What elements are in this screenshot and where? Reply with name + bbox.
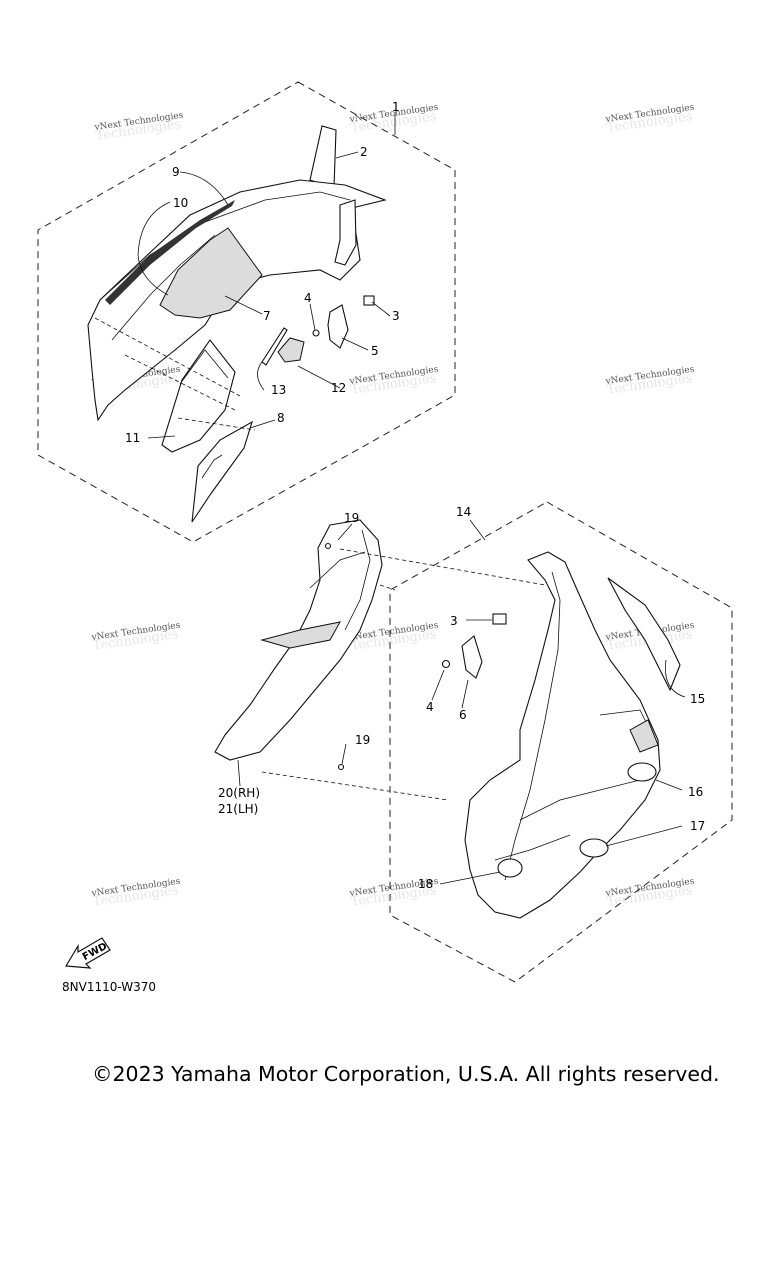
callout-2: 2 [360,145,368,159]
callout-19: 19 [344,511,359,525]
callout-5: 5 [371,344,379,358]
part-9-upper-cowl [87,179,387,422]
part-14-lower-cowl [464,551,661,919]
callouts: 1 2 9 10 4 3 7 5 13 12 8 11 19 14 3 15 4… [125,100,705,891]
callout-18: 18 [418,877,433,891]
callout-19-lower: 19 [355,733,370,747]
callout-4: 4 [304,291,312,305]
callout-14: 14 [456,505,471,519]
leaders-top [137,112,396,439]
assembly-boundary-top [37,81,456,543]
callout-20: 20(RH) [218,786,260,800]
leaders-bottom [237,519,686,885]
lower-cowling-assembly [214,519,681,919]
part-4-screw-lower [441,659,451,669]
part-13-strip [261,327,288,366]
callout-1: 1 [392,100,400,114]
callout-16: 16 [688,785,703,799]
part-15 [607,577,681,692]
part-8-decal [191,420,253,523]
part-19-screw-2 [337,763,345,771]
callout-15: 15 [690,692,705,706]
assembly-boundary-bottom [389,501,733,983]
copyright-notice: ©2023 Yamaha Motor Corporation, U.S.A. A… [92,1062,720,1086]
callout-8: 8 [277,411,285,425]
part-12 [277,337,305,363]
part-10-window [159,227,263,319]
part-11-side-panel [161,339,236,453]
part-3-clip-lower [492,613,507,625]
part-4-screw [312,329,320,337]
upper-cowling-assembly [87,125,387,523]
callout-4-lower: 4 [426,700,434,714]
callout-3: 3 [392,309,400,323]
part-16-pad [627,762,657,782]
part-6-fastener [461,635,483,679]
callout-3-lower: 3 [450,614,458,628]
callout-17: 17 [690,819,705,833]
part-2 [309,125,337,189]
part-5-fastener [327,304,349,349]
part-17-pad [579,838,609,858]
callout-11: 11 [125,431,140,445]
callout-9: 9 [172,165,180,179]
callout-7: 7 [263,309,271,323]
callout-13: 13 [271,383,286,397]
callout-10: 10 [173,196,188,210]
part-19-screw [324,542,332,550]
callout-6: 6 [459,708,467,722]
callout-12: 12 [331,381,346,395]
part-3-clip [363,295,375,306]
diagram-code: 8NV1110-W370 [62,980,156,994]
callout-21: 21(LH) [218,802,258,816]
part-18-pad [497,858,523,878]
fwd-arrow-icon: FWD [64,937,111,969]
